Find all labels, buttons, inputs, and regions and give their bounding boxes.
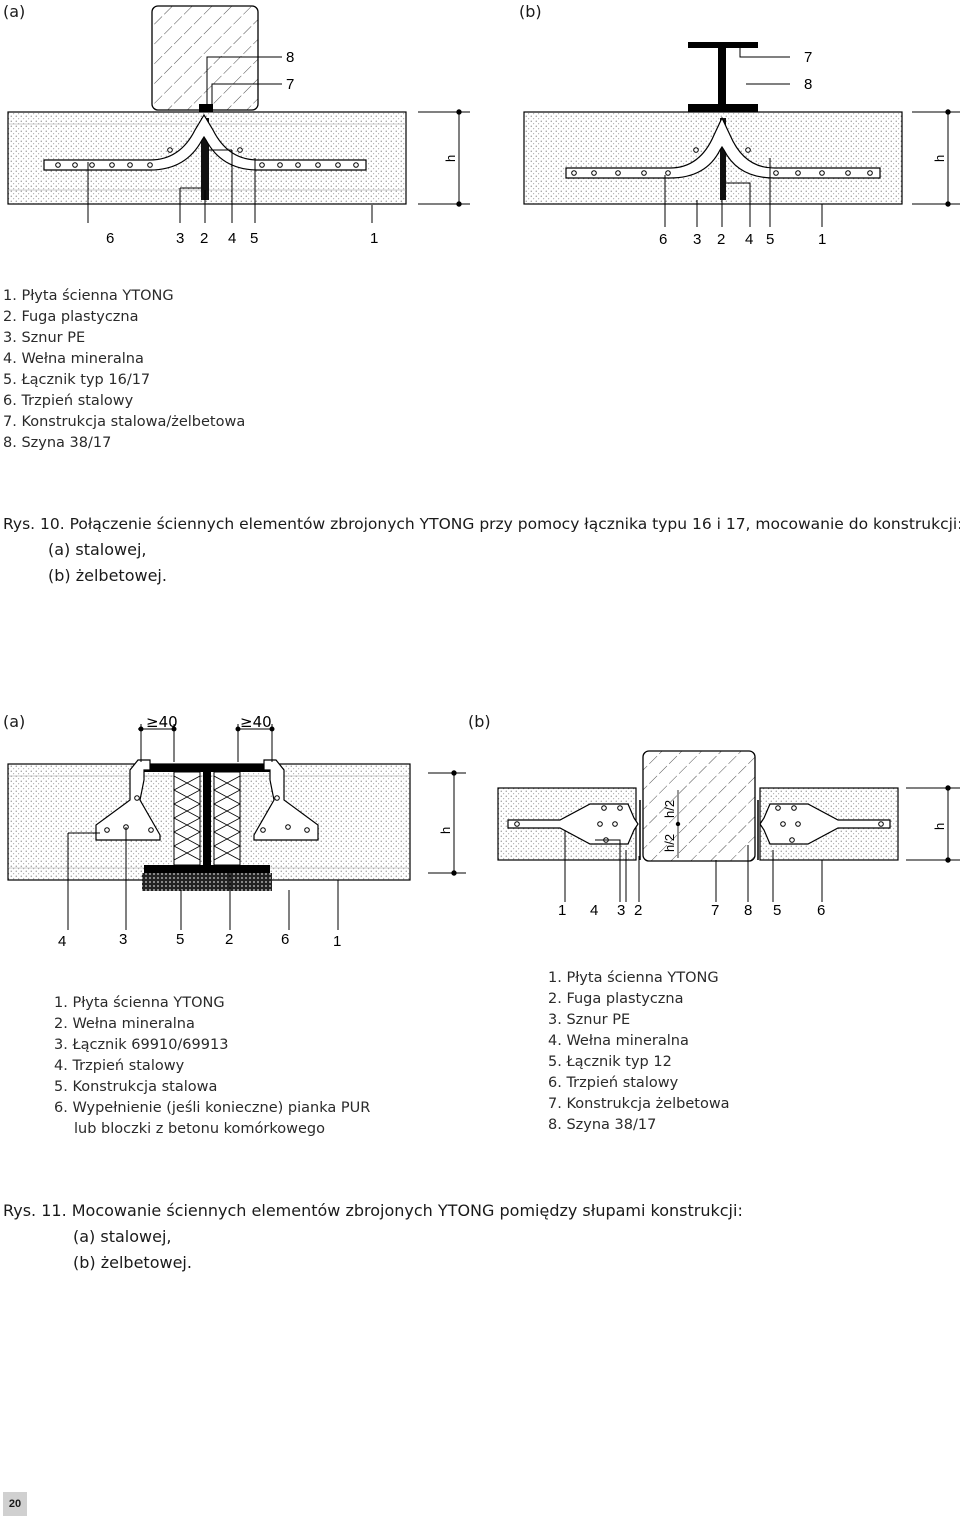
- fig11b-anchor-left: [507, 803, 639, 845]
- fig11a-marker: 1: [333, 933, 341, 950]
- fig11-label-b: (b): [468, 712, 491, 731]
- fig11a-steel-column: [203, 772, 211, 865]
- page-number: 20: [3, 1492, 27, 1516]
- legend-item: 1. Płyta ścienna YTONG: [54, 995, 225, 1011]
- fig11a-h-label: h: [438, 827, 453, 834]
- fig10a-panel: [7, 5, 470, 223]
- fig11-drawing: h/2 h/2 ≥40 ≥40 h h 4 3 5 2 6 1 1 4 3 2 …: [7, 713, 960, 950]
- caption-line: (a) stalowej,: [48, 540, 147, 559]
- fig10b-top-marker: 8: [804, 76, 812, 93]
- fig10b-dim-h: [912, 109, 960, 207]
- legend-item: 8. Szyna 38/17: [3, 435, 112, 451]
- legend-item: 3. Łącznik 69910/69913: [54, 1037, 229, 1053]
- legend-item: 2. Fuga plastyczna: [3, 309, 139, 325]
- fig11b-half-h-label: h/2: [662, 800, 677, 818]
- fig11b-marker: 1: [558, 902, 566, 919]
- fig10a-marker: 4: [228, 230, 236, 247]
- legend-item: 2. Fuga plastyczna: [548, 991, 684, 1007]
- fig10-label-a: (a): [3, 2, 26, 21]
- fig10b-top-marker: 7: [804, 49, 812, 66]
- caption-line: Rys. 11. Mocowanie ściennych elementów z…: [3, 1201, 743, 1220]
- legend-item: 6. Trzpień stalowy: [548, 1075, 679, 1091]
- fig10b-h-label: h: [932, 155, 947, 162]
- caption-line: (b) żelbetowej.: [48, 566, 167, 585]
- fig11b-dim-half-h: [675, 790, 681, 858]
- legend-item: 4. Trzpień stalowy: [54, 1058, 185, 1074]
- fig11b-marker: 3: [617, 902, 625, 919]
- legend-item: 1. Płyta ścienna YTONG: [548, 970, 719, 986]
- fig10a-marker: 2: [200, 230, 208, 247]
- fig10a-column: [151, 5, 259, 111]
- legend-item: 4. Wełna mineralna: [3, 351, 144, 367]
- fig10-drawing: 6 3 2 4 5 1 8 7 6 3 2 4 5 1 7 8 h h: [7, 5, 960, 248]
- fig11a-panel: [7, 724, 466, 930]
- fig10b-marker: 6: [659, 231, 667, 248]
- legend-item: 3. Sznur PE: [3, 330, 86, 346]
- fig11b-marker: 5: [773, 902, 781, 919]
- fig11b-panel: h/2 h/2: [497, 750, 960, 902]
- fig10b-marker: 1: [818, 231, 826, 248]
- fig11a-marker: 3: [119, 931, 127, 948]
- legend-item: 7. Konstrukcja żelbetowa: [548, 1096, 730, 1112]
- fig11b-half-h-label: h/2: [662, 834, 677, 852]
- caption-line: (a) stalowej,: [73, 1227, 172, 1246]
- legend-item: 6. Trzpień stalowy: [3, 393, 134, 409]
- fig10a-top-marker: 8: [286, 49, 294, 66]
- fig10b-panel: [523, 42, 960, 227]
- fig11a-dim-h: [428, 770, 466, 876]
- fig10b-marker: 5: [766, 231, 774, 248]
- legend-item: 4. Wełna mineralna: [548, 1033, 689, 1049]
- fig10b-marker: 2: [717, 231, 725, 248]
- fig11a-legend: 1. Płyta ścienna YTONG 2. Wełna mineraln…: [54, 993, 370, 1140]
- fig10b-marker: 3: [693, 231, 701, 248]
- fig10a-dim-h: [418, 109, 470, 207]
- fig11b-h-label: h: [932, 823, 947, 830]
- fig11b-marker: 8: [744, 902, 752, 919]
- legend-item: 7. Konstrukcja stalowa/żelbetowa: [3, 414, 246, 430]
- fig11a-dim-label: ≥40: [240, 713, 272, 731]
- legend-item: 5. Łącznik typ 12: [548, 1054, 672, 1070]
- legend-item: 3. Sznur PE: [548, 1012, 631, 1028]
- fig11a-marker: 4: [58, 933, 66, 950]
- legend-item: 5. Konstrukcja stalowa: [54, 1079, 218, 1095]
- legend-item: 1. Płyta ścienna YTONG: [3, 288, 174, 304]
- fig11a-anchor-right: [253, 759, 319, 841]
- fig11-caption: Rys. 11. Mocowanie ściennych elementów z…: [3, 1198, 958, 1276]
- fig10a-h-label: h: [443, 155, 458, 162]
- caption-line: (b) żelbetowej.: [73, 1253, 192, 1272]
- fig11b-concrete-column: [642, 750, 756, 862]
- fig10b-marker: 4: [745, 231, 753, 248]
- fig11b-marker: 4: [590, 902, 598, 919]
- fig11a-dim-label: ≥40: [146, 713, 178, 731]
- fig11a-anchor-left: [95, 759, 161, 841]
- fig10a-marker: 3: [176, 230, 184, 247]
- fig10a-marker: 1: [370, 230, 378, 247]
- legend-item: 6. Wypełnienie (jeśli konieczne) pianka …: [54, 1100, 371, 1116]
- legend-item: 8. Szyna 38/17: [548, 1117, 657, 1133]
- fig11a-marker: 5: [176, 931, 184, 948]
- fig11a-filling: [142, 873, 272, 891]
- fig11a-dim-40: [138, 724, 275, 762]
- fig11b-marker: 6: [817, 902, 825, 919]
- fig10b-anchor: [565, 116, 881, 179]
- fig10a-top-marker: 7: [286, 76, 294, 93]
- fig11b-marker: 7: [711, 902, 719, 919]
- fig10-caption: Rys. 10. Połączenie ściennych elementów …: [3, 511, 960, 589]
- fig11b-marker: 2: [634, 902, 642, 919]
- caption-line: Rys. 10. Połączenie ściennych elementów …: [3, 515, 960, 533]
- fig10a-marker: 5: [250, 230, 258, 247]
- fig11a-marker: 6: [281, 931, 289, 948]
- fig10-label-b: (b): [519, 2, 542, 21]
- legend-item: lub bloczki z betonu komórkowego: [74, 1121, 325, 1137]
- fig10b-ibeam-top: [688, 42, 758, 48]
- fig11a-marker: 2: [225, 931, 233, 948]
- fig11b-legend: 1. Płyta ścienna YTONG 2. Fuga plastyczn…: [548, 968, 730, 1136]
- fig10a-marker: 6: [106, 230, 114, 247]
- fig11b-anchor-right: [759, 803, 891, 845]
- fig10-legend: 1. Płyta ścienna YTONG 2. Fuga plastyczn…: [3, 286, 245, 454]
- legend-item: 5. Łącznik typ 16/17: [3, 372, 151, 388]
- legend-item: 2. Wełna mineralna: [54, 1016, 195, 1032]
- fig11-label-a: (a): [3, 712, 26, 731]
- fig11b-dim-h: [906, 785, 960, 863]
